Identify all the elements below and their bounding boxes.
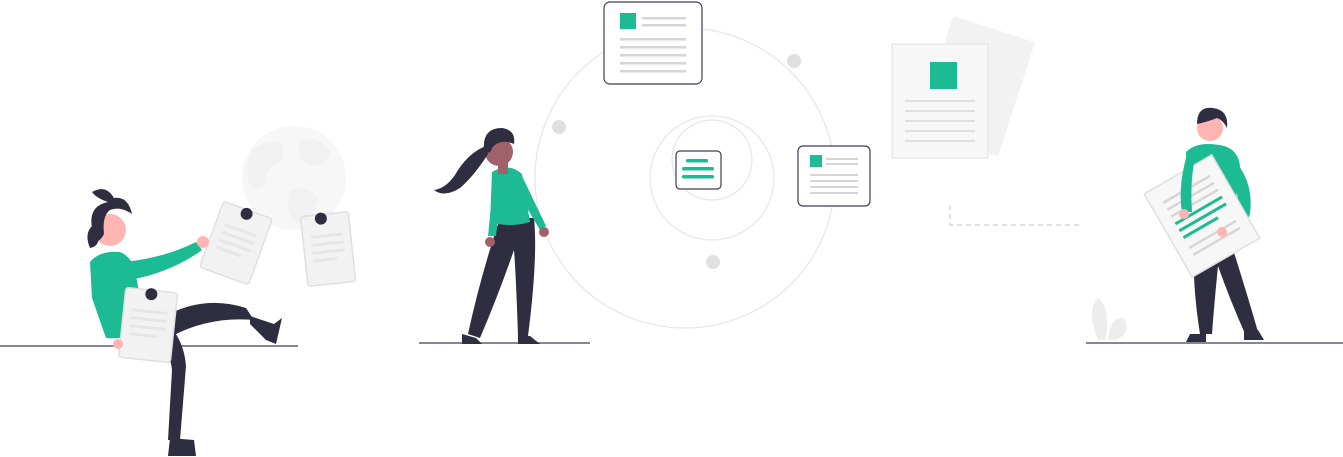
orbit-dot	[552, 120, 566, 134]
held-document	[118, 287, 179, 363]
orbit-inner	[671, 119, 753, 201]
orbit-dot	[787, 54, 801, 68]
plant-icon	[1092, 298, 1127, 340]
flying-document-1	[199, 201, 273, 285]
person-walking	[434, 128, 549, 344]
right-group	[891, 15, 1343, 344]
pin-icon	[314, 212, 327, 225]
pin-icon	[240, 207, 253, 220]
orbit-middle	[649, 115, 775, 241]
flying-document-2	[300, 211, 357, 287]
globe-icon	[242, 126, 346, 230]
background-document-front	[891, 43, 989, 159]
dashed-connector	[949, 205, 1082, 226]
middle-group	[419, 1, 871, 344]
person-sitting	[87, 189, 282, 456]
text-lines-icon	[675, 150, 722, 190]
left-group	[0, 126, 357, 456]
orbit-dot	[706, 255, 720, 269]
pin-icon	[145, 288, 158, 301]
document-card-icon	[797, 145, 871, 207]
person-holding-document	[1143, 107, 1264, 342]
document-card-icon	[603, 1, 703, 85]
